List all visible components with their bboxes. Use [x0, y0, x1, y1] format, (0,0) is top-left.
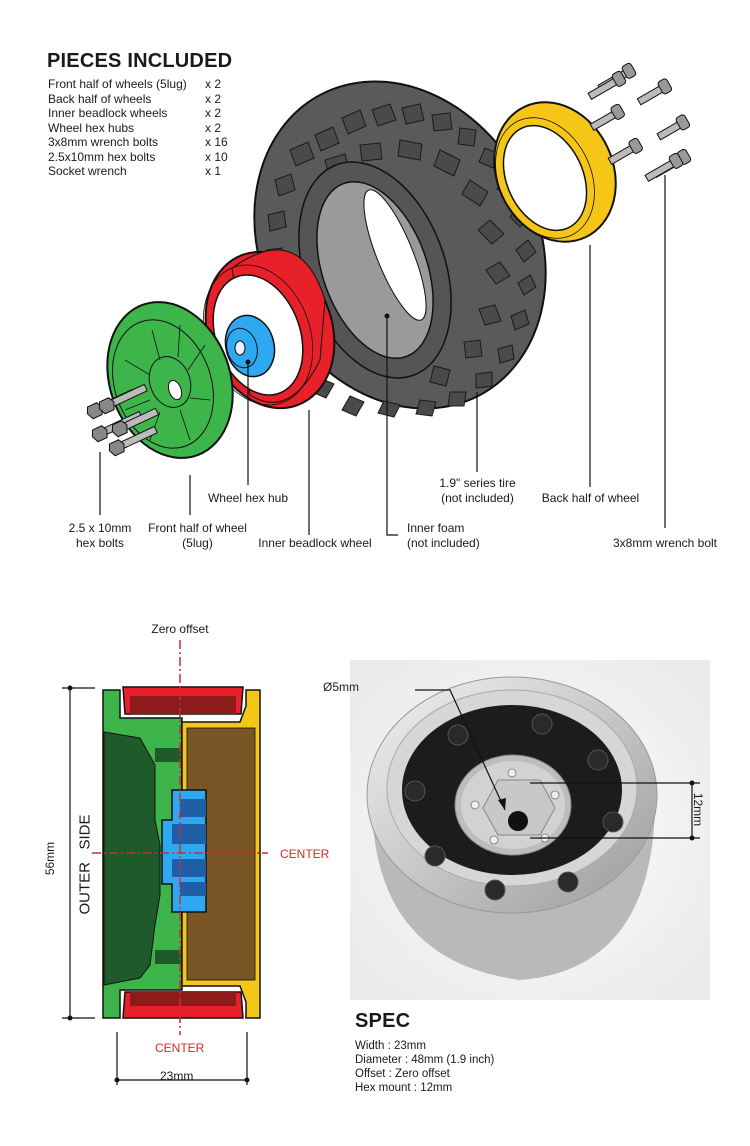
spec-title: SPEC	[355, 1010, 411, 1032]
spec-block: SPEC Width : 23mm Diameter : 48mm (1.9 i…	[355, 1010, 494, 1095]
piece-name: Back half of wheels	[48, 91, 152, 106]
piece-name: Inner beadlock wheels	[48, 106, 168, 120]
spec-line: Diameter : 48mm (1.9 inch)	[355, 1054, 495, 1066]
piece-name: 3x8mm wrench bolts	[48, 135, 159, 149]
label-line: 1.9" series tire	[439, 476, 516, 490]
wrench-bolts-illustration	[587, 62, 692, 183]
label-back-half: Back half of wheel	[541, 491, 640, 505]
label-line: (not included)	[407, 536, 480, 550]
center-label-right: CENTER	[280, 847, 330, 861]
piece-row: Front half of wheels (5lug) x 2	[48, 77, 228, 92]
label-hex-hub: Wheel hex hub	[207, 491, 289, 505]
piece-row: 3x8mm wrench bolts x 16	[48, 135, 228, 150]
label-line: (not included)	[441, 491, 514, 505]
exploded-view	[86, 62, 692, 536]
wheel-photo	[350, 660, 710, 1000]
label-line: 2.5 x 10mm	[68, 521, 132, 535]
label-hex-bolts: 2.5 x 10mm hex bolts	[60, 521, 140, 551]
piece-row: 2.5x10mm hex bolts x 10	[48, 150, 228, 165]
piece-name: Front half of wheels (5lug)	[48, 77, 187, 91]
piece-qty: x 2	[205, 77, 222, 91]
hex-bolts-illustration	[86, 383, 160, 457]
piece-name: 2.5x10mm hex bolts	[48, 149, 156, 164]
spec-line: Offset : Zero offset	[355, 1068, 450, 1080]
label-tire: 1.9" series tire (not included)	[430, 476, 525, 506]
bore-leader-line	[415, 689, 506, 811]
cross-section-diagram	[62, 640, 268, 1085]
piece-row: Back half of wheels x 2	[48, 92, 228, 107]
center-label-bottom: CENTER	[155, 1041, 205, 1055]
label-line: hex bolts	[75, 536, 125, 550]
back-half-illustration	[493, 101, 617, 243]
hub-section	[161, 789, 207, 913]
piece-qty: x 2	[205, 106, 222, 120]
piece-name: Wheel hex hubs	[48, 120, 135, 135]
outer-side-label: OUTER SIDE	[76, 814, 94, 915]
leader-lines	[99, 175, 666, 536]
label-front-half: Front half of wheel (5lug)	[145, 521, 250, 551]
pieces-title: PIECES INCLUDED	[47, 50, 233, 72]
piece-qty: x 1	[205, 164, 222, 178]
label-beadlock: Inner beadlock wheel	[258, 536, 372, 550]
piece-row: Socket wrench x 1	[48, 164, 228, 179]
label-wrench-bolt: 3x8mm wrench bolt	[612, 536, 718, 550]
width-dimension-label: 23mm	[160, 1069, 194, 1083]
piece-name: Socket wrench	[48, 164, 127, 178]
piece-row: Inner beadlock wheels x 2	[48, 106, 228, 121]
piece-qty: x 2	[205, 91, 222, 106]
hex-mount-dimension-label: 12mm	[691, 792, 706, 827]
beadlock-section	[122, 686, 244, 1019]
label-line: (5lug)	[182, 536, 213, 550]
label-foam: Inner foam (not included)	[407, 521, 480, 551]
bore-diameter-label: Ø5mm	[323, 680, 359, 694]
piece-qty: x 16	[205, 135, 228, 149]
spec-line: Hex mount : 12mm	[355, 1082, 453, 1094]
height-dimension-label: 56mm	[43, 841, 58, 876]
pieces-list: Front half of wheels (5lug) x 2 Back half…	[48, 77, 228, 179]
label-line: Inner foam	[407, 521, 465, 535]
spec-line: Width : 23mm	[355, 1040, 426, 1052]
front-half-section	[102, 689, 183, 1019]
piece-qty: x 2	[205, 120, 222, 135]
piece-row: Wheel hex hubs x 2	[48, 121, 228, 136]
hex-hub-illustration	[224, 314, 276, 378]
label-line: Front half of wheel	[148, 521, 247, 535]
zero-offset-label: Zero offset	[151, 622, 209, 636]
back-half-section	[181, 689, 261, 1019]
piece-qty: x 10	[205, 149, 228, 164]
dimension-lines	[62, 687, 248, 1085]
